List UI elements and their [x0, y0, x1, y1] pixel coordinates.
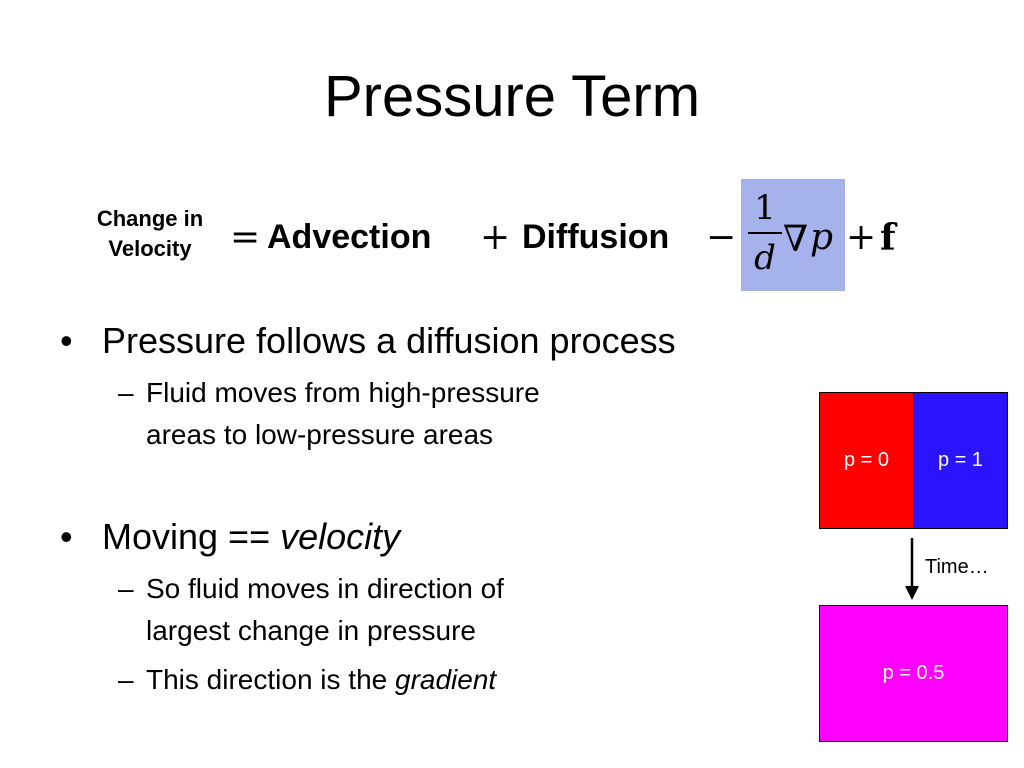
pressure-term-highlight	[741, 179, 845, 291]
bullet-text: Moving == velocity	[102, 517, 400, 557]
nabla-symbol: ∇	[783, 219, 809, 260]
fraction-one-over-d: 1 d	[748, 186, 782, 280]
fraction-bar	[748, 232, 782, 234]
sub-bullet-line2: largest change in pressure	[146, 615, 476, 646]
slide-title: Pressure Term	[323, 64, 701, 129]
lhs-line1: Change in	[96, 206, 204, 231]
bullet-dot: •	[60, 516, 73, 557]
bullet-text-plain: Moving ==	[102, 516, 281, 557]
sub-bullet-text-italic: gradient	[395, 664, 497, 695]
sub-bullet-dash: –	[118, 573, 134, 604]
pressure-one-label: p = 1	[937, 449, 984, 471]
sub-bullet-line1: So fluid moves in direction of	[146, 573, 504, 604]
pressure-one-box: p = 1	[913, 392, 1008, 529]
advection-term: Advection	[267, 218, 432, 256]
sub-bullet-text-plain: This direction is the	[146, 664, 395, 695]
pressure-zero-label: p = 0	[843, 449, 890, 471]
time-label: Time…	[925, 556, 989, 578]
bullet-text: Pressure follows a diffusion process	[102, 320, 676, 361]
bullet-dot: •	[60, 320, 73, 361]
sub-bullet-line2: areas to low-pressure areas	[146, 419, 494, 450]
down-arrow-icon	[905, 538, 919, 600]
lhs-label: Change in Velocity	[76, 204, 224, 264]
plus-sign-2: +	[846, 217, 877, 258]
pressure-symbol: p	[810, 217, 834, 258]
fraction-denominator: d	[754, 238, 776, 278]
pressure-zero-box: p = 0	[819, 392, 914, 529]
sub-bullet-dash: –	[118, 377, 134, 408]
plus-sign-1: +	[480, 217, 511, 258]
pressure-half-label: p = 0.5	[882, 662, 945, 684]
bullet-text-italic: velocity	[280, 516, 401, 557]
sub-bullet-line1: Fluid moves from high-pressure	[146, 377, 540, 408]
diffusion-term: Diffusion	[522, 218, 670, 256]
lhs-line2: Velocity	[108, 236, 192, 261]
pressure-half-box: p = 0.5	[819, 605, 1008, 742]
fraction-numerator: 1	[754, 188, 776, 228]
force-symbol: f	[880, 217, 896, 259]
sub-bullet-dash: –	[118, 664, 134, 695]
minus-sign: −	[706, 217, 737, 258]
sub-bullet-text: This direction is the gradient	[146, 660, 496, 700]
equals-sign: =	[230, 217, 261, 258]
